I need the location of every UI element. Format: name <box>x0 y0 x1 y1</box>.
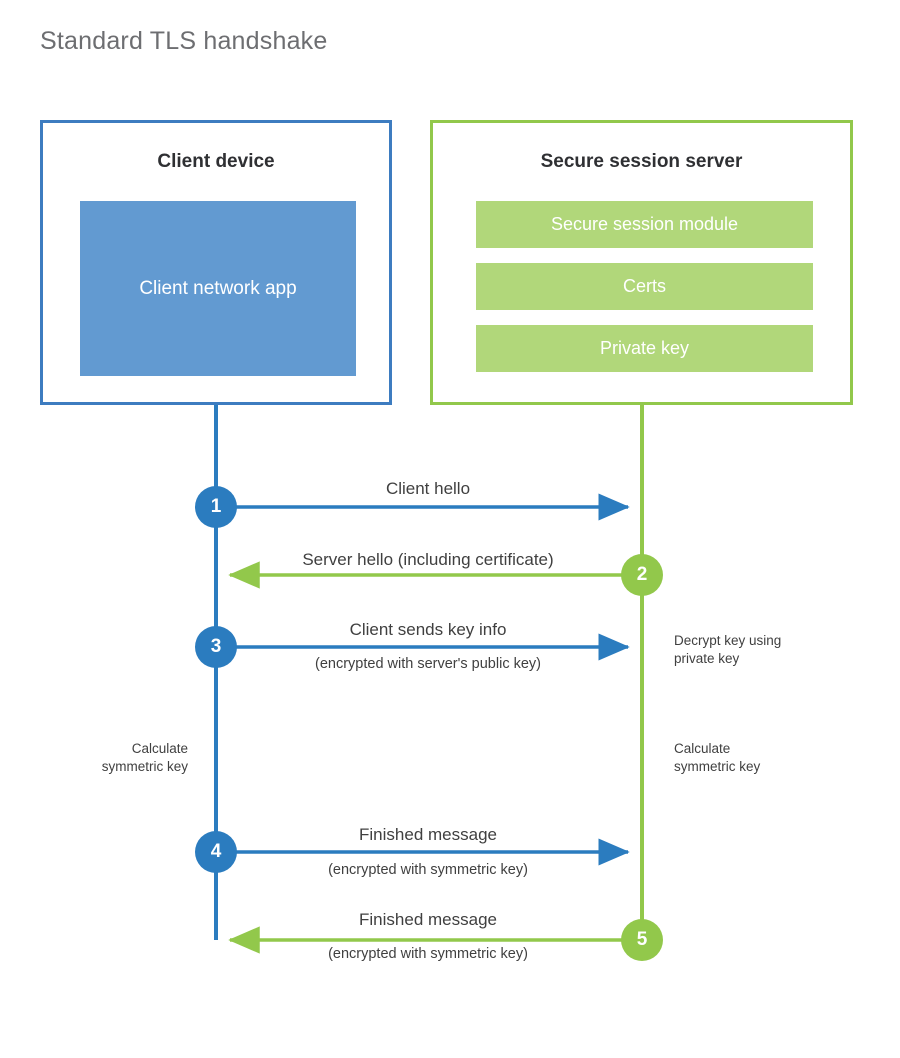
note-server-calculate-symmetric-key: Calculate symmetric key <box>674 741 761 774</box>
secure-session-server-box: Secure session server Secure session mod… <box>430 120 853 405</box>
page-title: Standard TLS handshake <box>40 27 328 55</box>
client-network-app-block: Client network app <box>80 201 356 376</box>
client-device-box: Client device Client network app <box>40 120 392 405</box>
step-2-label: Server hello (including certificate) <box>302 550 554 569</box>
step-5-label: Finished message <box>359 910 497 929</box>
server-component-private-key: Private key <box>476 325 813 372</box>
client-device-title: Client device <box>157 151 275 172</box>
server-component-secure-session-module: Secure session module <box>476 201 813 248</box>
step-4-label: Finished message <box>359 825 497 844</box>
note-decrypt-key: Decrypt key using private key <box>674 633 782 666</box>
step-marker-4: 4 <box>195 831 237 873</box>
step-marker-5: 5 <box>621 919 663 961</box>
server-components-list: Secure session module Certs Private key <box>476 201 813 372</box>
step-5-sublabel: (encrypted with symmetric key) <box>328 946 528 962</box>
step-marker-3: 3 <box>195 626 237 668</box>
step-3-label: Client sends key info <box>349 620 507 639</box>
step-4-sublabel: (encrypted with symmetric key) <box>328 862 528 878</box>
step-marker-2: 2 <box>621 554 663 596</box>
step-1-label: Client hello <box>385 479 471 498</box>
secure-session-server-title: Secure session server <box>540 151 743 172</box>
note-client-calculate-symmetric-key: Calculate symmetric key <box>101 741 188 774</box>
server-component-certs: Certs <box>476 263 813 310</box>
step-3-sublabel: (encrypted with server's public key) <box>315 656 541 672</box>
step-marker-1: 1 <box>195 486 237 528</box>
